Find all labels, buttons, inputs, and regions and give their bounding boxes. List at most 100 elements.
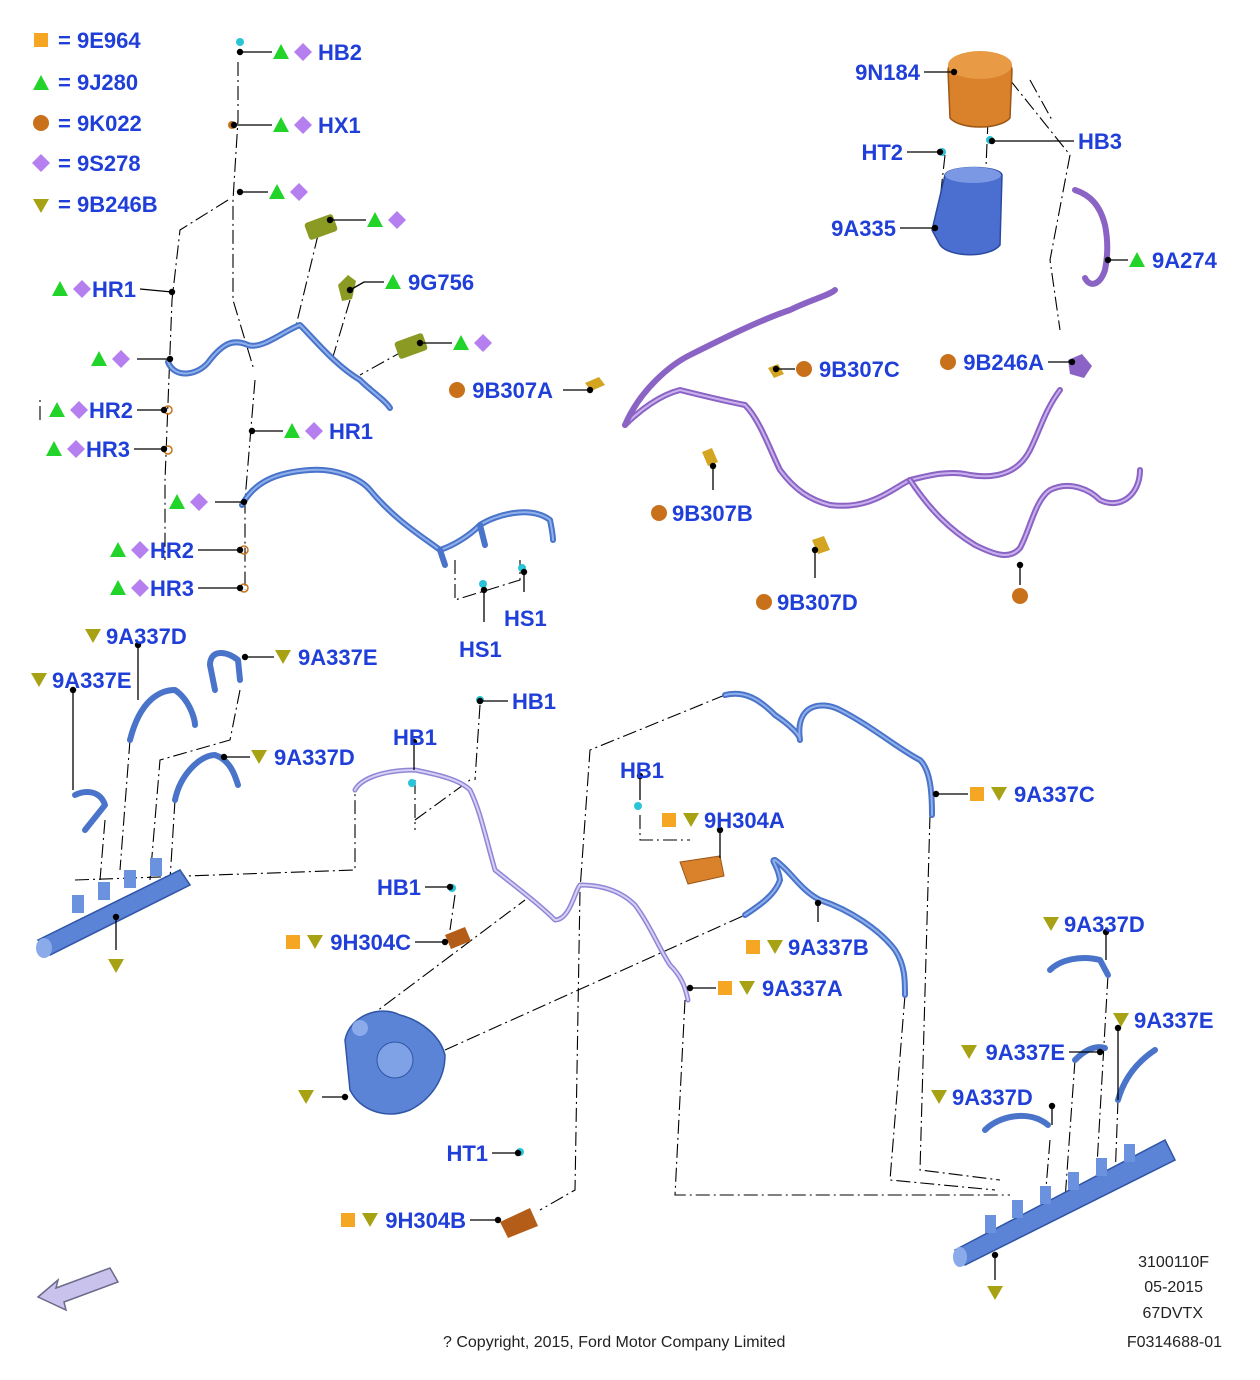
callout-b307a: 9B307A — [449, 378, 594, 403]
triangle-down-icon — [1113, 1013, 1129, 1027]
callout-label: HB1 — [512, 689, 556, 714]
triangle-down-icon — [298, 1090, 314, 1104]
callout-n184: 9N184 — [855, 60, 958, 85]
callout-label: HX1 — [318, 113, 361, 138]
leader-dot — [236, 584, 244, 592]
clip-9b307b — [702, 448, 718, 466]
footer: 3100110F 05-2015 67DVTX F0314688-01 ? Co… — [443, 1254, 1222, 1351]
injector-lines-right — [982, 955, 1158, 1133]
callout-label: 9A337E — [985, 1040, 1065, 1065]
callout-label: 9A337D — [274, 745, 355, 770]
callout-label: 9A337D — [952, 1085, 1033, 1110]
callout-hr3-top: HR3 — [46, 437, 168, 462]
diamond-icon — [131, 579, 149, 597]
callout-a335: 9A335 — [831, 216, 939, 241]
callout-label: 9A337B — [788, 935, 869, 960]
callout-label: HR1 — [92, 277, 136, 302]
callout-b307c: 9B307C — [772, 357, 900, 382]
callout-label: HB1 — [393, 725, 437, 750]
callout-label: 9A337E — [298, 645, 378, 670]
callout-h304b: 9H304B — [341, 1208, 502, 1233]
high-pressure-line-center — [352, 767, 691, 1003]
callout-label: 9A337D — [106, 624, 187, 649]
callout-hr1-mid: HR1 — [248, 419, 373, 444]
triangle-down-icon — [85, 629, 101, 643]
leader-dot — [931, 224, 939, 232]
fuel-supply-line-purple — [585, 287, 1143, 558]
leader-dot — [709, 462, 717, 470]
callout-a337b: 9A337B — [746, 899, 869, 960]
callout-g756: 9G756 — [346, 270, 474, 295]
leader-dot — [346, 286, 354, 294]
callout-label: 9H304C — [330, 930, 411, 955]
leader-dot — [441, 938, 449, 946]
leader-dot — [950, 68, 958, 76]
triangle-down-icon — [275, 650, 291, 664]
model-code: 67DVTX — [1143, 1305, 1204, 1322]
leader-dot — [236, 188, 244, 196]
callout-a337c: 9A337C — [932, 782, 1095, 807]
callout-hx1: HX1 — [230, 113, 361, 138]
callout-a337d-4: 9A337D — [931, 1085, 1056, 1125]
leader-dot — [168, 288, 176, 296]
callout-hs1-b: HS1 — [459, 586, 502, 662]
legend-item-triangle-up: = 9J280 — [33, 70, 138, 95]
circle-icon — [796, 361, 812, 377]
callout-hb1-d: HB1 — [377, 875, 454, 900]
leader-dot — [988, 137, 996, 145]
leader-dot — [160, 406, 168, 414]
callout-label: 9B307B — [672, 501, 753, 526]
callout-rail-left-sym — [108, 913, 124, 973]
callout-label: 9G756 — [408, 270, 474, 295]
leader-dot — [236, 48, 244, 56]
leader-dot — [160, 445, 168, 453]
square-icon — [746, 940, 760, 954]
circle-icon — [1012, 588, 1028, 604]
callout-sym-e — [169, 493, 248, 511]
callout-b246a: 9B246A — [940, 350, 1076, 375]
callout-label: 9A337E — [52, 668, 132, 693]
triangle-down-icon — [362, 1213, 378, 1227]
leader-dot — [241, 653, 249, 661]
callout-a337d-3: 9A337D — [1043, 912, 1145, 960]
triangle-down-icon — [31, 673, 47, 687]
triangle-up-icon — [273, 44, 289, 59]
fuel-sensor-lower — [394, 333, 428, 359]
legend-label: = 9E964 — [58, 28, 141, 53]
triangle-down-icon — [991, 787, 1007, 801]
callout-hr1-top: HR1 — [52, 277, 176, 302]
callout-b307b: 9B307B — [651, 462, 753, 526]
high-pressure-pump — [344, 1010, 446, 1115]
leader-dot — [69, 686, 77, 694]
callout-label: HR1 — [329, 419, 373, 444]
diamond-icon — [112, 350, 130, 368]
circle-icon — [33, 115, 49, 131]
triangle-down-icon — [931, 1090, 947, 1104]
triangle-down-icon — [251, 750, 267, 764]
callout-label: 9A337D — [1064, 912, 1145, 937]
callout-pump-sym — [298, 1090, 349, 1104]
callout-label: HR3 — [86, 437, 130, 462]
callout-a337e-1: 9A337E — [31, 668, 132, 790]
callout-sym-a — [236, 183, 308, 201]
leader-dot — [112, 913, 120, 921]
diamond-icon — [190, 493, 208, 511]
callout-label: 9A337C — [1014, 782, 1095, 807]
leader-dot — [1068, 358, 1076, 366]
legend-item-square: = 9E964 — [34, 28, 141, 53]
triangle-down-icon — [1043, 917, 1059, 931]
callout-hr2-top: HR2 — [49, 398, 168, 423]
triangle-up-icon — [110, 542, 126, 557]
front-direction-arrow-icon — [36, 1267, 120, 1312]
drawing-code: 3100110F — [1138, 1254, 1209, 1271]
triangle-down-icon — [767, 940, 783, 954]
return-line-middle — [239, 466, 556, 568]
leader-dot — [932, 790, 940, 798]
leader-dot — [1096, 1048, 1104, 1056]
diamond-icon — [305, 422, 323, 440]
leader-dot — [936, 148, 944, 156]
callout-label: 9B307A — [472, 378, 553, 403]
fuel-filter-assembly — [931, 51, 1111, 287]
leader-dot — [480, 586, 488, 594]
